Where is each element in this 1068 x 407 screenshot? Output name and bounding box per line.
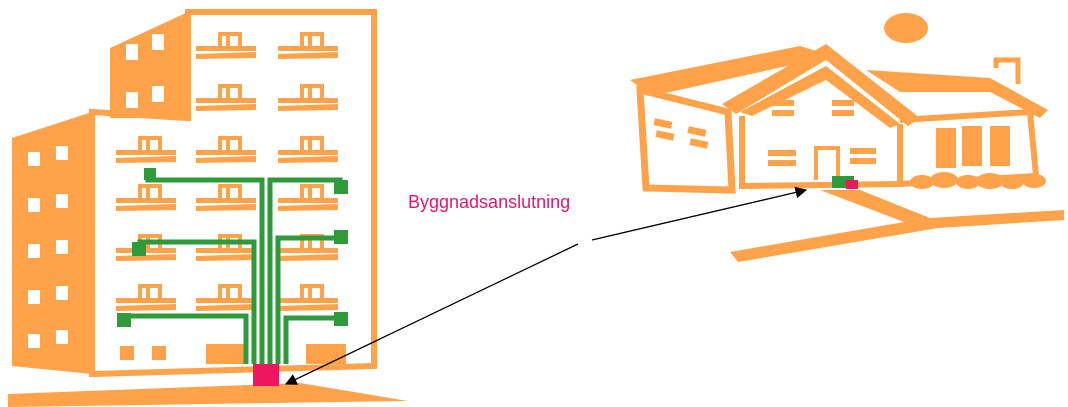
house-side-roof (630, 46, 832, 96)
house-chimney (993, 57, 1021, 84)
apartment-back-wing (110, 12, 188, 118)
balcony (278, 84, 338, 111)
pipe-endpoints (117, 168, 348, 327)
apartment-connection-box (253, 364, 279, 386)
balcony (278, 184, 338, 211)
building-connection-label: Byggnadsanslutning (408, 192, 571, 212)
balcony (196, 234, 256, 261)
connection-arrow-upper (591, 186, 808, 241)
connection-arrow-lower (284, 243, 579, 385)
ground-floor-openings (120, 344, 346, 364)
apartment-left-wing (12, 112, 92, 374)
balcony (278, 136, 338, 163)
house-front-wall (739, 116, 903, 190)
house-wing-roof (866, 70, 1048, 118)
house-roof-inner (740, 66, 900, 128)
balcony (116, 136, 176, 163)
balcony (116, 284, 176, 311)
balcony (196, 184, 256, 211)
balcony (196, 136, 256, 163)
left-wing-windows (28, 146, 68, 348)
apartment-main-facade (89, 9, 377, 378)
balcony (278, 32, 338, 59)
house-wing-window (936, 126, 1010, 168)
back-wing-windows (126, 34, 164, 108)
house-path (730, 190, 1064, 262)
balcony (196, 84, 256, 111)
balcony (196, 32, 256, 59)
house-connection-box (846, 180, 858, 189)
house-bushes (910, 172, 1046, 189)
apartment-building (8, 9, 408, 407)
house (630, 13, 1064, 262)
balcony (196, 284, 256, 311)
balcony (116, 184, 176, 211)
house-door (814, 146, 840, 180)
sun (884, 13, 928, 43)
house-front-windows (768, 100, 876, 166)
balcony (278, 284, 338, 311)
house-side-wall (636, 85, 736, 194)
apartment-ground (8, 383, 408, 407)
house-side-windows (653, 118, 709, 149)
